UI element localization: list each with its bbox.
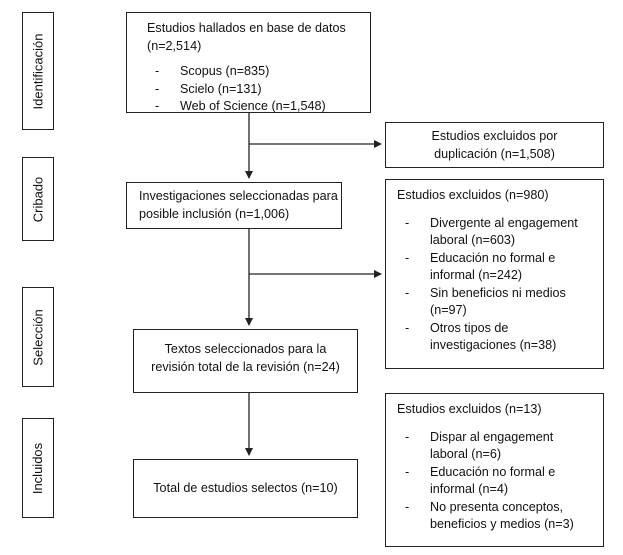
included-total: Total de estudios selectos (n=10) [153, 480, 338, 495]
source-item-web-of-science: Web of Science (n=1,548) [147, 98, 370, 116]
stage-selection-label: Selección [30, 308, 46, 366]
excluded-selection-box: Estudios excluidos (n=13) Dispar al enga… [385, 393, 604, 547]
excluded-screening-title: Estudios excluidos (n=980) [397, 188, 549, 202]
selection-line-2: revisión total de la revisión (n=24) [151, 359, 340, 374]
stage-screening: Cribado [22, 157, 54, 241]
duplicates-excluded-box: Estudios excluidos por duplicación (n=1,… [385, 122, 604, 168]
selection-box: Textos seleccionados para la revisión to… [133, 329, 358, 393]
stage-included-label: Incluidos [30, 442, 46, 494]
duplicates-line-2: duplicación (n=1,508) [434, 146, 555, 161]
screening-box: Investigaciones seleccionadas para posib… [126, 182, 342, 229]
selection-line-1: Textos seleccionados para la [164, 342, 327, 356]
stage-identification: Identificación [22, 12, 54, 130]
duplicates-line-1: Estudios excluidos por [431, 129, 558, 143]
stage-selection: Selección [22, 287, 54, 387]
included-box: Total de estudios selectos (n=10) [133, 459, 358, 518]
source-item-scopus: Scopus (n=835) [147, 63, 370, 81]
screening-line-1: Investigaciones seleccionadas para [139, 189, 338, 203]
excluded-selection-title: Estudios excluidos (n=13) [397, 402, 542, 416]
stage-identification-label: Identificación [30, 33, 46, 109]
source-item-scielo: Scielo (n=131) [147, 81, 370, 99]
screening-line-2: posible inclusión (n=1,006) [139, 206, 290, 221]
identification-box: Estudios hallados en base de datos (n=2,… [126, 12, 371, 116]
stage-screening-label: Cribado [30, 176, 46, 222]
excluded-screening-item: Sin beneficios ni medios(n=97) [397, 285, 603, 320]
source-list: Scopus (n=835) Scielo (n=131) Web of Sci… [147, 63, 370, 116]
excluded-screening-box: Estudios excluidos (n=980) Divergente al… [385, 179, 604, 369]
identification-title: Estudios hallados en base de datos (n=2,… [147, 21, 346, 53]
excluded-selection-item: No presenta conceptos,beneficios y medio… [397, 499, 603, 534]
stage-included: Incluidos [22, 418, 54, 518]
